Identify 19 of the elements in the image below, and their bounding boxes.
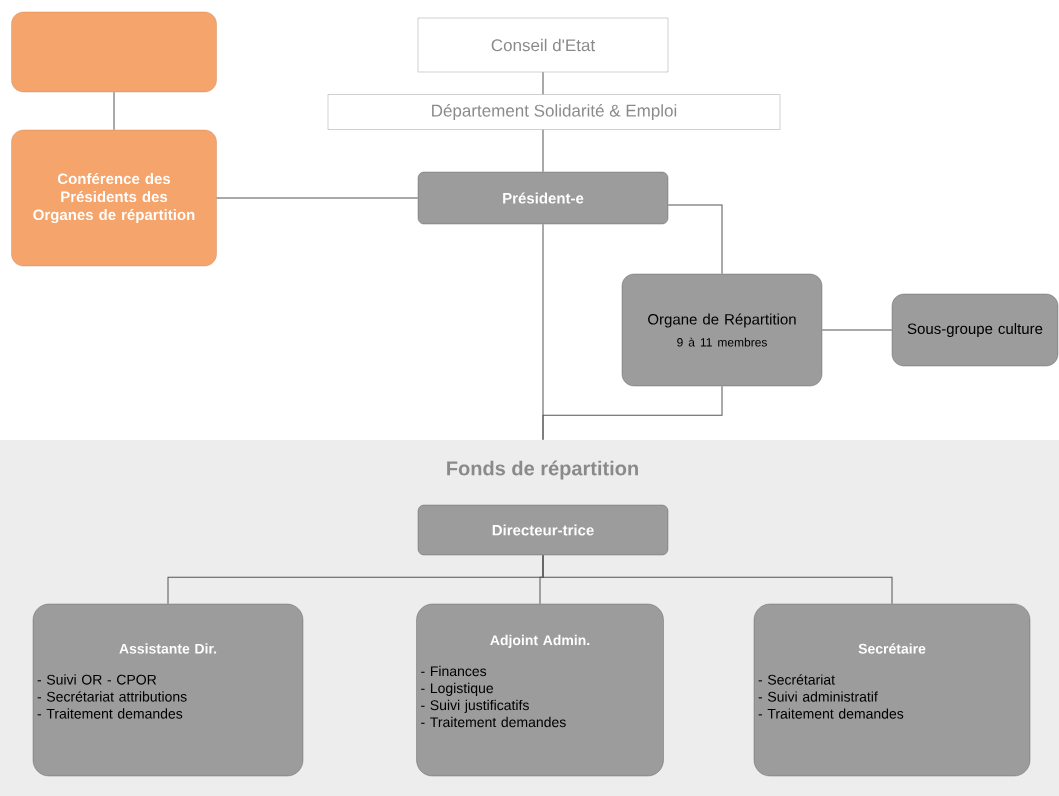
org-box: Sous-groupe culture <box>891 293 1059 367</box>
connector-line <box>113 91 115 131</box>
connector-line <box>542 71 544 95</box>
connector-line <box>542 129 544 173</box>
org-box: Conférence des Présidents des Organes de répartition <box>11 129 217 267</box>
role-box: Secrétaire - Secrétariat - Suivi administratif - Traitement demandes <box>753 603 1031 777</box>
role-box: Adjoint Admin. - Finances - Logistique - Suivi justificatifs - Traitement demandes <box>416 603 664 777</box>
role-box: Assistante Dir. - Suivi OR - CPOR - Secrétariat attributions - Traitement demandes <box>32 603 304 777</box>
connector-line <box>821 329 893 331</box>
connector-line <box>667 204 723 275</box>
title-box: Département Solidarité & Emploi <box>327 94 781 130</box>
connector-line <box>216 197 419 199</box>
org-box: Organe de Répartition 9 à 11 membres <box>621 273 823 387</box>
org-box: Directeur-trice <box>417 504 669 556</box>
connector-line <box>542 385 723 441</box>
org-box <box>11 11 217 93</box>
title-box: Conseil d'Etat <box>417 17 669 73</box>
connector-line <box>542 554 893 605</box>
org-box: Président-e <box>417 171 669 225</box>
